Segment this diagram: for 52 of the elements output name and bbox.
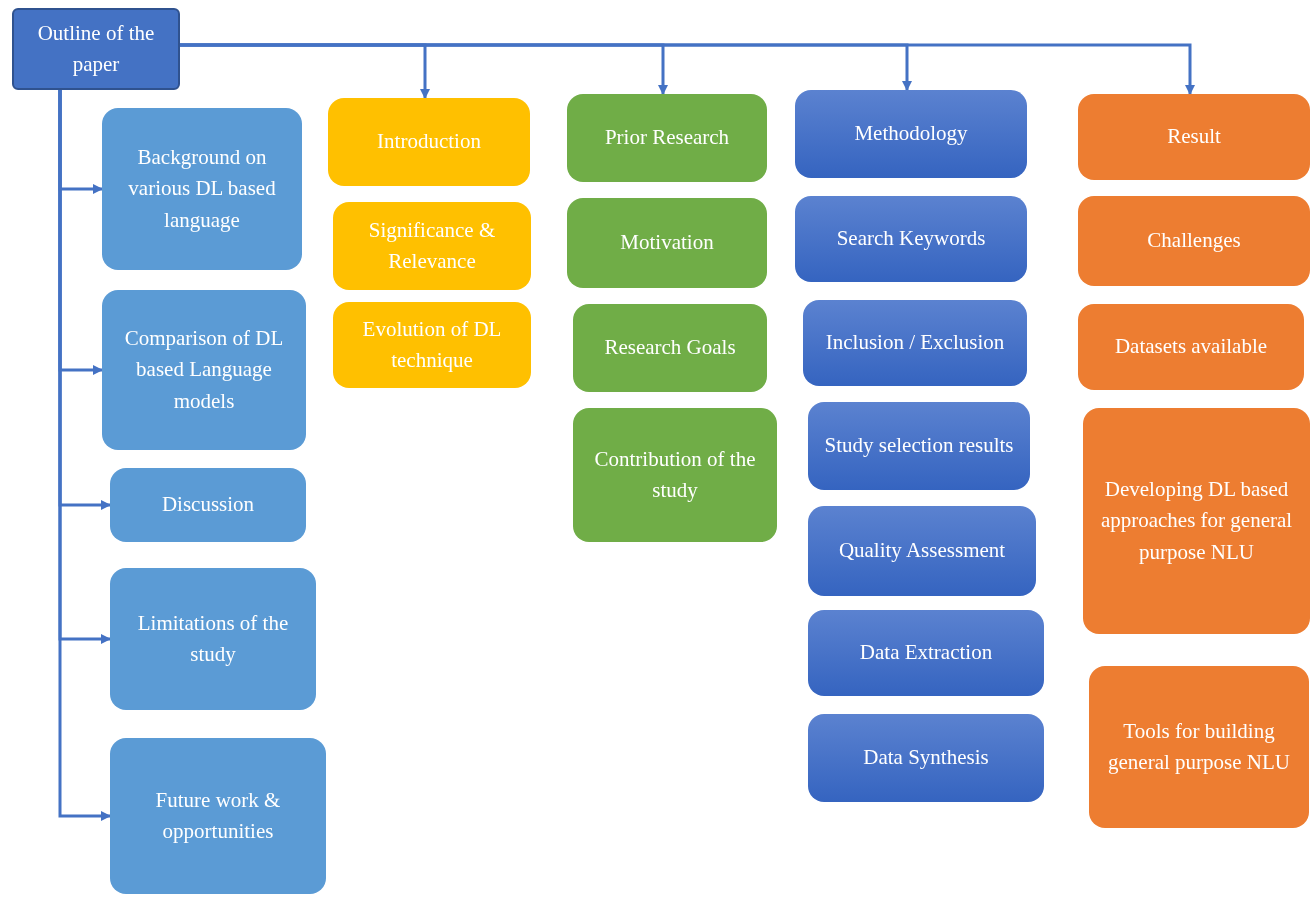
topic-box [333, 302, 531, 388]
box-label: Tools for building general purpose NLU [1107, 717, 1291, 776]
box-label: Future work & opportunities [154, 786, 282, 845]
box-label: Prior Research [604, 124, 730, 152]
topic-box [1083, 408, 1310, 634]
topic-box [808, 610, 1044, 696]
topic-box [333, 202, 531, 290]
box-label: Search Keywords [836, 225, 986, 253]
box-label: Methodology [854, 120, 968, 148]
topic-box [1089, 666, 1309, 828]
connector-arrow [180, 43, 1195, 95]
topic-box [102, 108, 302, 270]
box-label: Evolution of DL technique [361, 315, 503, 374]
topic-box [110, 568, 316, 710]
topic-box [803, 300, 1027, 386]
box-label: Developing DL based approaches for general purpose NLU [1099, 475, 1294, 566]
topic-box [795, 90, 1027, 178]
topic-box [102, 290, 306, 450]
topic-box [808, 506, 1036, 596]
box-label: Result [1167, 123, 1221, 151]
topic-box [1078, 94, 1310, 180]
box-label: Significance & Relevance [367, 216, 497, 275]
box-label: Datasets available [1114, 333, 1268, 361]
box-label: Introduction [377, 128, 481, 156]
topic-box [573, 304, 767, 392]
box-label: Data Synthesis [863, 744, 989, 772]
box-label: Research Goals [604, 334, 736, 362]
box-label: Discussion [161, 491, 255, 519]
box-label: Quality Assessment [838, 537, 1006, 565]
topic-box [808, 402, 1030, 490]
box-label: Challenges [1147, 227, 1241, 255]
topic-box [567, 198, 767, 288]
box-label: Inclusion / Exclusion [825, 329, 1005, 357]
box-label: Comparison of DL based Language models [123, 324, 285, 415]
box-label: Outline of the paper [36, 19, 156, 78]
box-label: Contribution of the study [593, 445, 757, 504]
topic-box [1078, 304, 1304, 390]
box-label: Study selection results [824, 432, 1014, 460]
topic-box [328, 98, 530, 186]
box-label: Background on various DL based language [127, 143, 277, 234]
topic-box [1078, 196, 1310, 286]
box-label: Data Extraction [859, 639, 993, 667]
topic-box [795, 196, 1027, 282]
topic-box [110, 738, 326, 894]
box-label: Limitations of the study [136, 609, 290, 668]
connector-arrow [58, 90, 111, 821]
topic-box [12, 8, 180, 90]
box-label: Motivation [620, 229, 714, 257]
topic-box [573, 408, 777, 542]
topic-box [808, 714, 1044, 802]
topic-box [110, 468, 306, 542]
topic-box [567, 94, 767, 182]
